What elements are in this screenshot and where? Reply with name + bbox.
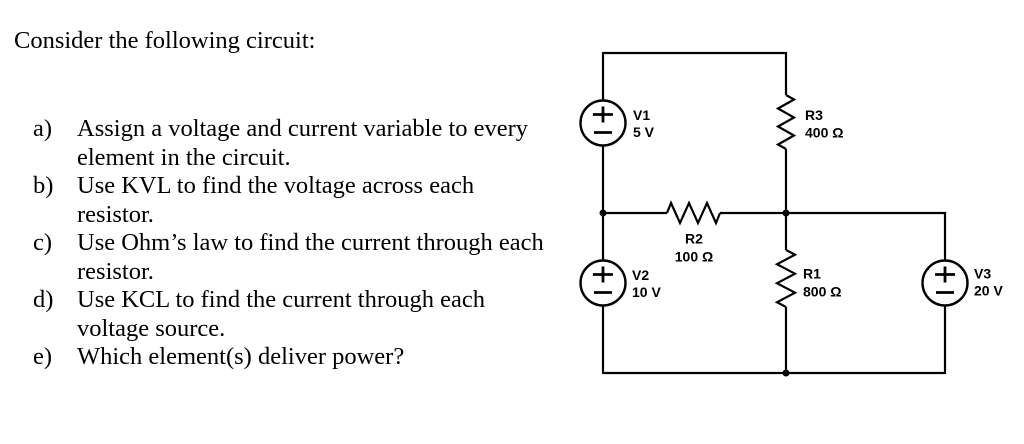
label-v2-value: 10 V: [632, 284, 661, 300]
label-r2-name: R2: [685, 231, 703, 247]
item-marker: a): [33, 115, 53, 142]
node-dot: [599, 209, 607, 217]
wire-top: [601, 51, 788, 101]
plus-icon: [593, 266, 613, 283]
list-item-b: b) Use KVL to find the voltage across ea…: [33, 172, 553, 229]
source-v3-symbol: [921, 259, 969, 307]
label-v3-value: 20 V: [974, 283, 1003, 299]
wire-bottom: [601, 305, 947, 375]
label-v1-value: 5 V: [633, 124, 655, 140]
item-text: Which element(s) deliver power?: [77, 343, 405, 370]
label-v2-name: V2: [632, 267, 649, 283]
label-r1-value: 800 Ω: [803, 284, 841, 300]
resistor-r1-zigzag: [774, 249, 798, 308]
source-circle: [579, 259, 627, 307]
list-item-a: a) Assign a voltage and current variable…: [33, 115, 553, 172]
source-v2-symbol: [579, 259, 627, 307]
plus-icon: [935, 266, 955, 283]
item-text: Use Ohm’s law to find the current throug…: [77, 229, 544, 285]
resistor-r2-zigzag: [665, 200, 722, 226]
resistor-r3-zigzag: [775, 94, 797, 150]
item-text: Use KCL to find the current through each…: [77, 286, 485, 342]
list-item-c: c) Use Ohm’s law to find the current thr…: [33, 229, 553, 286]
source-circle: [921, 259, 969, 307]
label-r3-name: R3: [805, 107, 823, 123]
label-r3-value: 400 Ω: [805, 125, 843, 141]
label-v1-name: V1: [633, 107, 650, 123]
label-v3-name: V3: [974, 266, 991, 282]
plus-icon: [593, 106, 613, 123]
problem-title: Consider the following circuit:: [14, 27, 316, 54]
node-dot: [782, 209, 790, 217]
list-item-d: d) Use KCL to find the current through e…: [33, 286, 553, 343]
source-circle: [579, 99, 627, 147]
wire-middle-right: [720, 211, 947, 261]
source-v1-symbol: [579, 99, 627, 147]
item-marker: e): [33, 343, 53, 370]
label-r1-name: R1: [803, 266, 821, 282]
circuit-diagram: V1 5 V R3 400 Ω R2 100 Ω V2 10 V R1 800 …: [579, 51, 1003, 377]
item-text: Use KVL to find the voltage across each …: [77, 172, 475, 228]
node-dot: [782, 369, 790, 377]
item-marker: b): [33, 172, 54, 199]
label-r2-value: 100 Ω: [675, 249, 713, 265]
item-marker: d): [33, 286, 54, 313]
item-text: Assign a voltage and current variable to…: [77, 115, 529, 171]
problem-list: a) Assign a voltage and current variable…: [33, 115, 553, 372]
list-item-e: e) Which element(s) deliver power?: [33, 343, 553, 372]
item-marker: c): [33, 229, 53, 256]
